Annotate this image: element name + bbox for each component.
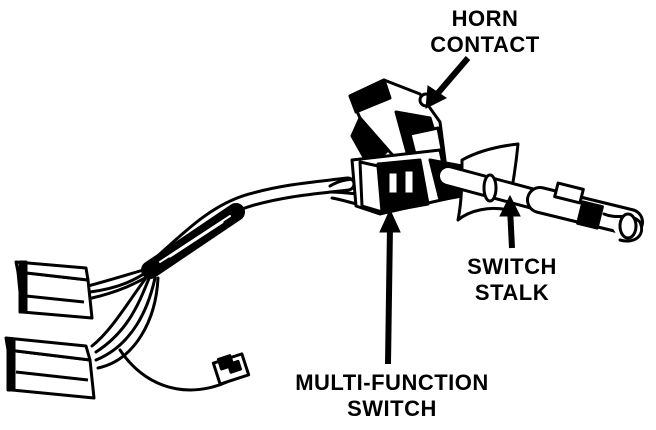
- multi-function-switch-label-line2: SWITCH: [347, 396, 437, 421]
- multi-function-switch-label: MULTI-FUNCTION SWITCH: [262, 370, 522, 422]
- multi-function-switch-label-line1: MULTI-FUNCTION: [295, 370, 489, 395]
- switch-stalk-label-line1: SWITCH: [467, 254, 557, 279]
- horn-contact-label: HORN CONTACT: [416, 6, 554, 58]
- harness-connector-lower: [4, 336, 96, 400]
- harness-connector-upper: [14, 260, 94, 320]
- small-connector: [211, 352, 251, 386]
- switch-stalk-label: SWITCH STALK: [448, 254, 576, 306]
- horn-contact-label-line1: HORN: [451, 6, 519, 31]
- horn-contact-label-line2: CONTACT: [430, 32, 540, 57]
- switch-stalk-label-line2: STALK: [474, 280, 550, 305]
- switch-stalk: [437, 165, 644, 243]
- leader-arrows: [379, 56, 521, 365]
